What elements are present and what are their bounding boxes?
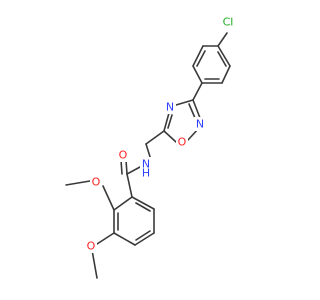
bond-aryl-oxadiazole	[192, 82, 203, 101]
bond-ring1-b	[221, 65, 231, 84]
bond-ring1-inner-1	[217, 51, 227, 67]
bond-ring1-d	[192, 65, 203, 84]
bond-ring2-a	[131, 196, 155, 210]
bond-ox-c5-n4-double	[167, 114, 173, 129]
molecule-structure-diagram: Cl N N O N H O O O	[65, 14, 239, 279]
bond-c5-ch2	[145, 130, 165, 145]
bond-c2-o-methoxy	[102, 185, 115, 211]
bond-ring1-a	[217, 45, 231, 67]
bond-ox-o1-c5	[163, 130, 177, 143]
bond-ring2-inner-1	[135, 202, 151, 212]
bond-ox-c3-n2-double	[188, 103, 196, 119]
amide-hydrogen-label: H	[142, 167, 150, 180]
oxadiazole-n2-label: N	[196, 118, 204, 131]
bond-carbonyl-o-double	[120, 159, 123, 175]
oxadiazole-o1-label: O	[178, 136, 187, 149]
bond-ring1-inner-3	[196, 50, 206, 67]
bond-ox-n4-c3	[175, 99, 194, 106]
carbonyl-oxygen-label: O	[119, 149, 128, 162]
bond-ring2-f	[113, 196, 133, 211]
bond-carbonyl-o	[125, 159, 128, 175]
methoxy-oxygen-3-label: O	[87, 240, 96, 253]
bond-carbonyl-ring	[126, 173, 133, 198]
bond-n-carbonyl	[126, 166, 141, 175]
bond-ox-c5-n4	[163, 112, 170, 132]
bond-ring1-e	[192, 45, 204, 67]
bond-ring2-d	[113, 232, 136, 246]
bond-ox-c3-n2	[192, 99, 201, 119]
bond-ring2-inner-2	[135, 230, 151, 241]
methoxy-oxygen-2-label: O	[92, 176, 101, 189]
amide-nitrogen-label: N	[142, 158, 150, 171]
bond-layer	[65, 32, 231, 279]
bond-c3-o-methoxy	[96, 232, 115, 245]
bond-ring2-c	[134, 232, 155, 246]
bond-o-ch3-3	[91, 249, 98, 279]
chlorine-atom-label: Cl	[223, 16, 234, 29]
bond-cl-c	[217, 32, 228, 47]
atom-label-layer: Cl N N O N H O O O	[85, 14, 239, 253]
bond-o-ch3-2	[65, 180, 91, 186]
oxadiazole-n4-label: N	[166, 101, 174, 114]
